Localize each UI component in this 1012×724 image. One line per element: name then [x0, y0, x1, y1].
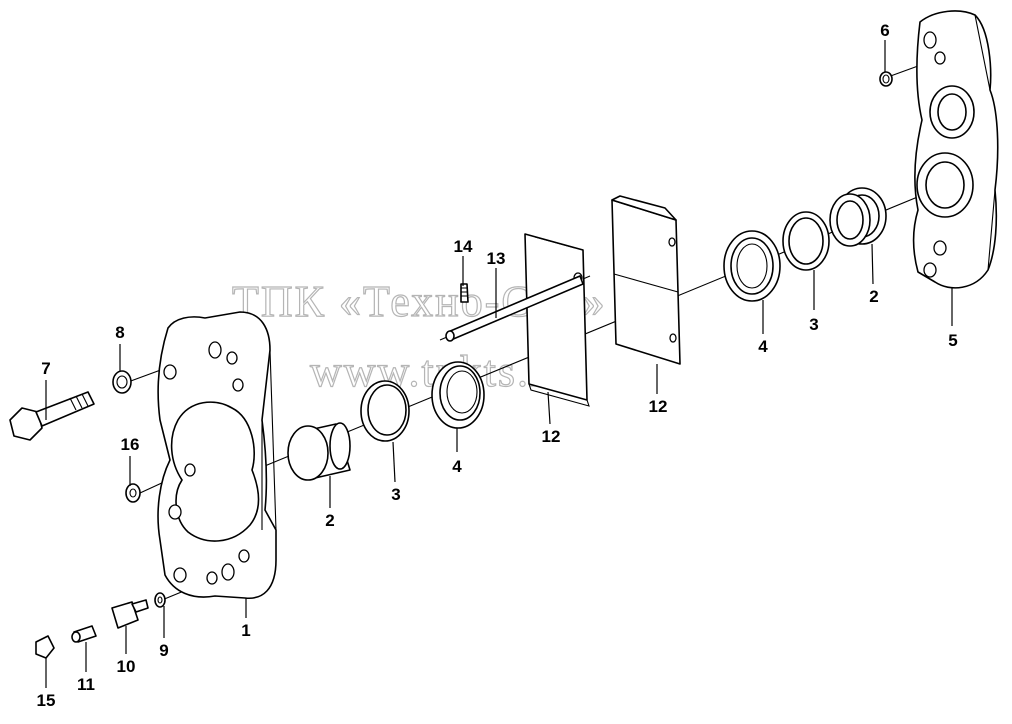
callout-1: 1: [241, 621, 250, 640]
callout-14: 14: [454, 237, 473, 256]
callout-6: 6: [880, 21, 889, 40]
callout-8: 8: [115, 323, 124, 342]
bleed-screw: [71, 625, 97, 643]
spring-clip: [460, 283, 469, 303]
callout-13: 13: [487, 249, 506, 268]
callout-12-pad: 12: [649, 397, 668, 416]
seal-ring-right: [782, 211, 830, 271]
brake-pad-friction: [611, 195, 681, 365]
brake-pad-backplate: [524, 233, 590, 407]
guide-pin: [445, 275, 584, 342]
bleed-valve: [111, 599, 149, 629]
callout-2-left: 2: [325, 511, 334, 530]
callout-4-left: 4: [452, 457, 462, 476]
dust-boot-left: [431, 361, 485, 429]
callout-16: 16: [121, 435, 140, 454]
o-ring-9: [154, 592, 166, 608]
dust-cap: [35, 635, 55, 659]
piston-right: [829, 187, 887, 247]
callout-2-right: 2: [869, 287, 878, 306]
callout-3-left: 3: [391, 485, 400, 504]
leader-lines: [45, 40, 953, 688]
piston-left: [287, 422, 351, 481]
callout-9: 9: [159, 641, 168, 660]
callout-3-right: 3: [809, 315, 818, 334]
callout-12-backplate: 12: [542, 427, 561, 446]
caliper-half-left: [157, 311, 277, 600]
washer-16: [125, 483, 141, 503]
dust-boot-right: [723, 230, 781, 302]
bolt: [9, 391, 95, 441]
callout-15: 15: [37, 691, 56, 710]
seal-ring-left: [360, 380, 410, 442]
caliper-half-right: [912, 10, 999, 289]
o-ring-6: [879, 71, 893, 87]
callout-11: 11: [77, 675, 95, 694]
washer-8: [112, 370, 132, 394]
callout-4-right: 4: [758, 337, 768, 356]
callout-5: 5: [948, 331, 957, 350]
callout-10: 10: [117, 657, 136, 676]
callout-labels: 1 2 2 3 3 4 4 5 6 7 8 9 10 11 15 12 12 1…: [37, 21, 958, 710]
callout-7: 7: [41, 359, 50, 378]
